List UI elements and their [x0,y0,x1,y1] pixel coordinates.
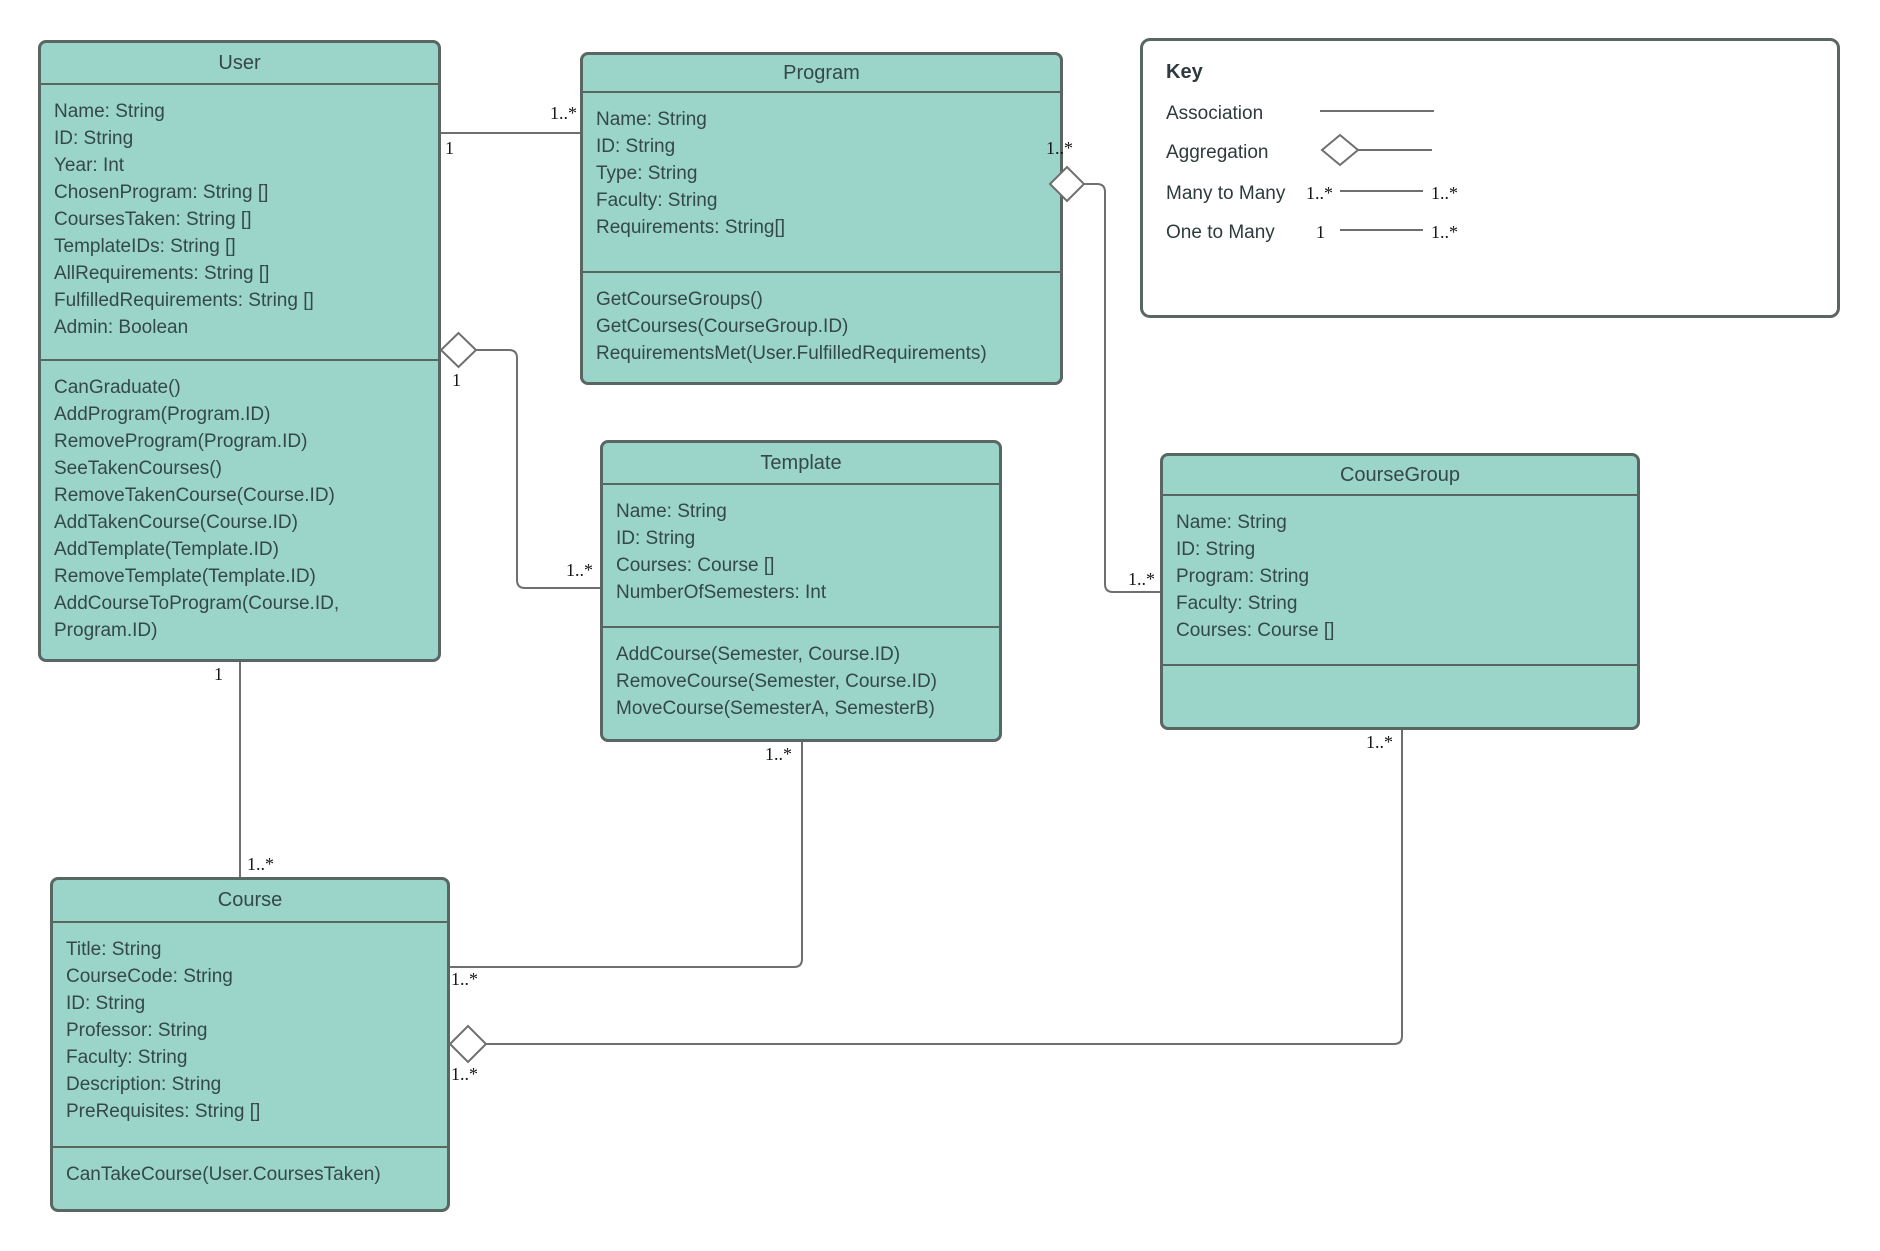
attribute-line: Faculty: String [596,190,718,211]
class-program: Program Name: String ID: String Type: St… [580,52,1063,385]
multiplicity-label: 1..* [451,969,478,989]
method-line: CanTakeCourse(User.CoursesTaken) [66,1164,381,1185]
class-template: Template Name: String ID: String Courses… [600,440,1002,742]
class-attributes: Name: String ID: String Year: Int Chosen… [41,85,438,361]
method-line: SeeTakenCourses() [54,458,222,479]
multiplicity-label: 1..* [1046,138,1073,158]
attribute-line: Courses: Course [] [1176,620,1335,641]
class-attributes: Name: String ID: String Type: String Fac… [583,93,1060,273]
attribute-line: ID: String [66,993,146,1014]
multiplicity-label: 1 [214,664,223,684]
attribute-line: ChosenProgram: String [] [54,182,269,203]
method-line: GetCourses(CourseGroup.ID) [596,316,849,337]
class-methods: CanTakeCourse(User.CoursesTaken) [53,1148,447,1209]
attribute-line: CourseCode: String [66,966,233,987]
attribute-line: NumberOfSemesters: Int [616,582,827,603]
attribute-line: ID: String [1176,539,1256,560]
attribute-line: Professor: String [66,1020,208,1041]
attribute-line: Type: String [596,163,698,184]
class-methods-empty [1163,666,1637,727]
multiplicity-label: 1..* [1128,569,1155,589]
class-title: Template [603,443,999,485]
method-line: CanGraduate() [54,377,181,398]
attribute-line: Courses: Course [] [616,555,775,576]
class-methods: GetCourseGroups() GetCourses(CourseGroup… [583,273,1060,382]
attribute-line: Title: String [66,939,162,960]
class-course: Course Title: String CourseCode: String … [50,877,450,1212]
legend-multiplicity: 1 [1316,222,1325,242]
attribute-line: Name: String [1176,512,1287,533]
method-line: AddTakenCourse(Course.ID) [54,512,298,533]
multiplicity-label: 1..* [566,560,593,580]
legend: Key Association Aggregation Many to Many… [1140,38,1840,318]
aggregation-user-template-line [476,349,600,589]
class-title: User [41,43,438,85]
class-coursegroup: CourseGroup Name: String ID: String Prog… [1160,453,1640,730]
attribute-line: FulfilledRequirements: String [] [54,290,314,311]
method-line: RequirementsMet(User.FulfilledRequiremen… [596,343,987,364]
method-line: RemoveCourse(Semester, Course.ID) [616,671,937,692]
attribute-line: Admin: Boolean [54,317,189,338]
method-line: RemoveProgram(Program.ID) [54,431,308,452]
legend-multiplicity: 1..* [1431,222,1458,242]
attribute-line: PreRequisites: String [] [66,1101,261,1122]
legend-item-many-to-many: Many to Many [1166,183,1286,204]
method-line: RemoveTemplate(Template.ID) [54,566,316,587]
legend-multiplicity: 1..* [1431,183,1458,203]
multiplicity-label: 1..* [247,854,274,874]
method-line: AddCourse(Semester, Course.ID) [616,644,901,665]
legend-item-association: Association [1166,103,1264,124]
attribute-line: Name: String [616,501,727,522]
multiplicity-label: 1..* [550,103,577,123]
attribute-line: Faculty: String [66,1047,188,1068]
attribute-line: ID: String [54,128,134,149]
attribute-line: Program: String [1176,566,1310,587]
multiplicity-label: 1..* [765,744,792,764]
attribute-line: AllRequirements: String [] [54,263,270,284]
attribute-line: Requirements: String[] [596,217,786,238]
attribute-line: Name: String [596,109,707,130]
class-title: Course [53,880,447,923]
multiplicity-label: 1..* [1366,732,1393,752]
class-title: Program [583,55,1060,93]
attribute-line: CoursesTaken: String [] [54,209,252,230]
attribute-line: Name: String [54,101,165,122]
legend-title: Key [1166,61,1203,83]
attribute-line: Description: String [66,1074,222,1095]
aggregation-course-coursegroup-diamond-icon [448,1024,488,1064]
aggregation-course-coursegroup-line [486,730,1403,1045]
method-line: RemoveTakenCourse(Course.ID) [54,485,335,506]
aggregation-user-template-diamond-icon [439,331,478,369]
class-user: User Name: String ID: String Year: Int C… [38,40,441,662]
method-line: MoveCourse(SemesterA, SemesterB) [616,698,935,719]
class-methods: CanGraduate() AddProgram(Program.ID) Rem… [41,361,438,659]
method-line: AddCourseToProgram(Course.ID, Program.ID… [54,593,340,641]
class-attributes: Name: String ID: String Program: String … [1163,496,1637,666]
attribute-line: Faculty: String [1176,593,1298,614]
attribute-line: ID: String [616,528,696,549]
association-template-course [450,742,803,968]
class-attributes: Name: String ID: String Courses: Course … [603,485,999,628]
class-title: CourseGroup [1163,456,1637,496]
multiplicity-label: 1..* [451,1064,478,1084]
class-attributes: Title: String CourseCode: String ID: Str… [53,923,447,1148]
method-line: AddTemplate(Template.ID) [54,539,279,560]
legend-multiplicity: 1..* [1306,183,1333,203]
method-line: GetCourseGroups() [596,289,763,310]
multiplicity-label: 1 [445,138,454,158]
attribute-line: TemplateIDs: String [] [54,236,236,257]
attribute-line: ID: String [596,136,676,157]
attribute-line: Year: Int [54,155,125,176]
legend-item-aggregation: Aggregation [1166,142,1269,163]
legend-item-one-to-many: One to Many [1166,222,1275,243]
class-methods: AddCourse(Semester, Course.ID) RemoveCou… [603,628,999,739]
multiplicity-label: 1 [452,370,461,390]
method-line: AddProgram(Program.ID) [54,404,271,425]
